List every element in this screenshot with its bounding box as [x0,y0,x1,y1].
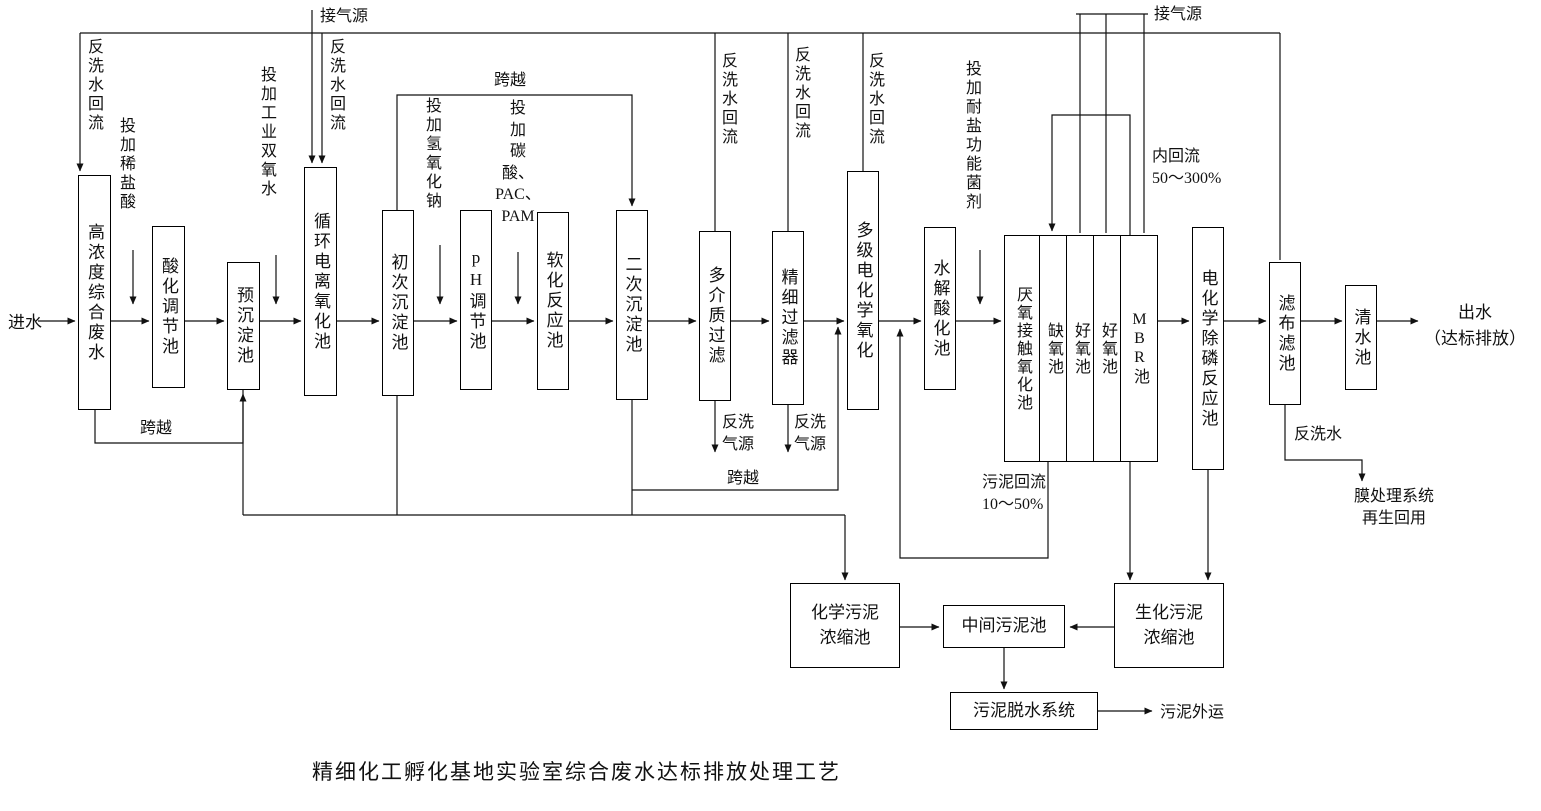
label-backwash-return-4: 反洗水回流 [792,46,809,141]
label-dose-bacteria: 投加耐盐功能菌剂 [963,60,980,212]
label-gas-source-left: 接气源 [320,8,369,25]
tank-softening-reaction: 软化反应池 [537,212,569,390]
influent-label: 进水 [8,313,42,332]
gas-supply-lines [308,10,1148,233]
label-dose-hcl: 投加稀盐酸 [117,117,134,212]
bio-treatment-block: 厌氧接触氧化池 缺氧池 好氧池 好氧池 MBR池 [1004,235,1158,462]
tank-anoxic: 缺氧池 [1039,236,1066,461]
filter-backwash-line [1284,405,1366,482]
tank-electrochemical-phosphorus-removal: 电化学除磷反应池 [1192,227,1224,470]
backwash-gas-lines [711,401,792,453]
label-dose-h2o2: 投加工业双氧水 [258,66,275,199]
label-bypass-left: 跨越 [140,420,173,437]
tank-fine-filter: 精细过滤器 [772,231,804,405]
tank-aerobic-2: 好氧池 [1093,236,1120,461]
diagram-title: 精细化工孵化基地实验室综合废水达标排放处理工艺 [312,760,841,784]
label-internal-reflux: 内回流 50～300% [1152,148,1222,187]
sludge-dewatering-system: 污泥脱水系统 [950,692,1098,730]
internal-reflux-line [1048,114,1131,235]
label-backwash-gas-2: 反洗 气源 [794,414,827,453]
label-dose-pac: 投 加 碳 酸、 PAC、 PAM [495,100,541,225]
tank-secondary-sedimentation: 二次沉淀池 [616,210,648,400]
label-sludge-return: 污泥回流 10～50% [982,474,1047,513]
tank-circulating-eio: 循环电离氧化池 [304,167,337,396]
tank-multimedia-filter: 多介质过滤 [699,231,731,401]
tank-mbr: MBR池 [1120,236,1157,461]
label-backwash-return-1: 反洗水回流 [85,38,102,133]
label-backwash-water: 反洗水 [1294,426,1343,443]
tank-high-concentration-wastewater: 高浓度综合废水 [78,175,111,410]
tank-cloth-filter: 滤布滤池 [1269,262,1301,405]
label-bypass-top: 跨越 [494,72,527,89]
label-bypass-bottom: 跨越 [727,470,760,487]
label-backwash-return-5: 反洗水回流 [866,52,883,147]
tank-pre-sedimentation: 预沉淀池 [227,262,260,390]
dosing-lines [129,245,984,305]
label-sludge-offsite: 污泥外运 [1160,704,1225,721]
tank-ph-adjust: pH调节池 [460,210,492,390]
tank-primary-sedimentation: 初次沉淀池 [382,210,414,396]
tank-anaerobic-contact-oxidation: 厌氧接触氧化池 [1014,285,1031,412]
label-membrane-reuse: 膜处理系统 再生回用 [1353,488,1434,527]
effluent-label: 出水 （达标排放） [1424,303,1526,348]
tank-clear-water: 清水池 [1345,285,1377,390]
tank-hydrolysis-acidification: 水解酸化池 [924,227,956,390]
label-backwash-return-2: 反洗水回流 [327,38,344,133]
intermediate-sludge-tank: 中间污泥池 [943,605,1065,648]
tank-acidification-adjust: 酸化调节池 [152,226,185,388]
label-backwash-gas-1: 反洗 气源 [722,414,755,453]
tank-multistage-electrochemical: 多级电化学氧化 [847,171,879,410]
tank-aerobic-1: 好氧池 [1066,236,1093,461]
label-gas-source-right: 接气源 [1154,6,1203,23]
chemical-sludge-thickener: 化学污泥 浓缩池 [790,583,900,668]
label-backwash-return-3: 反洗水回流 [719,52,736,147]
biochemical-sludge-thickener: 生化污泥 浓缩池 [1114,583,1224,668]
sludge-lines [242,328,1212,715]
label-dose-naoh: 投加氢氧化钠 [423,97,440,211]
